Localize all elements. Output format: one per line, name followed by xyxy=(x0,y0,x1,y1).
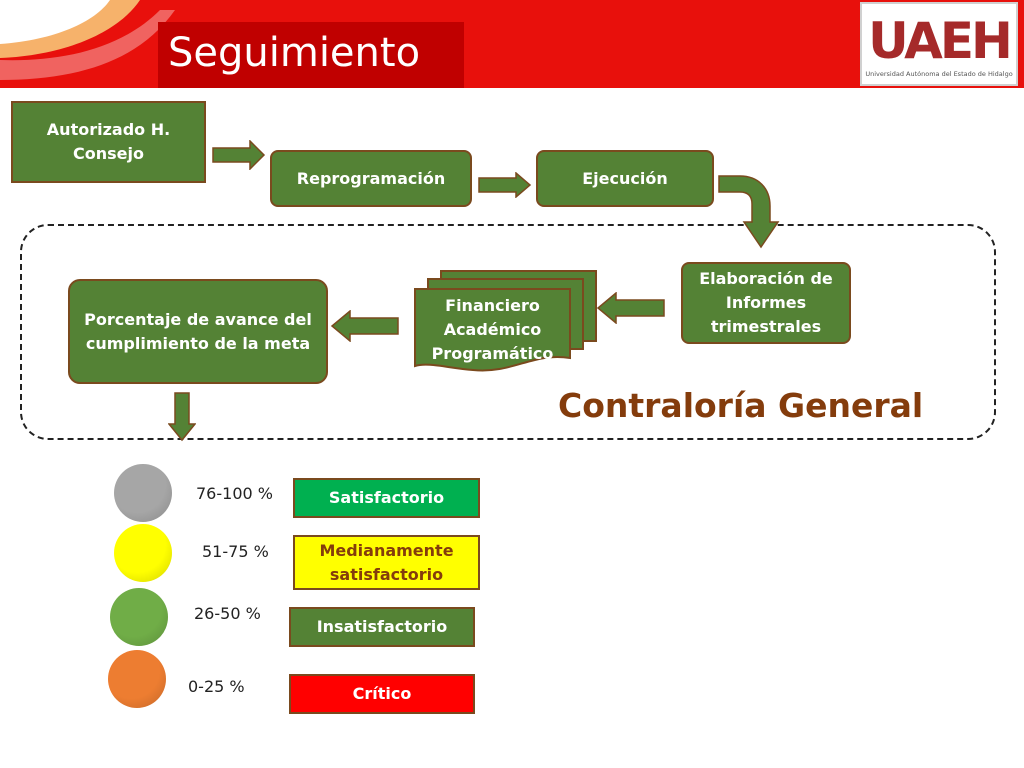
doc-line-programatico: Programático xyxy=(431,344,554,363)
arrow-left-2 xyxy=(330,310,399,342)
legend-range-4: 0-25 % xyxy=(188,677,245,696)
uaeh-logo-icon: UAEH Universidad Autónoma del Estado de … xyxy=(865,12,1013,78)
logo-subtitle: Universidad Autónoma del Estado de Hidal… xyxy=(865,70,1012,78)
arrow-down xyxy=(168,392,196,442)
arrow-right-1 xyxy=(212,140,266,170)
document-stack-icon xyxy=(414,270,597,372)
slide-title: Seguimiento xyxy=(168,30,421,76)
doc-line-academico: Académico xyxy=(443,320,542,339)
legend-circle-yellow xyxy=(114,524,172,582)
legend-range-1: 76-100 % xyxy=(196,484,273,503)
box-porcentaje: Porcentaje de avance del cumplimiento de… xyxy=(68,279,328,384)
arrow-bent-down xyxy=(718,175,780,249)
multi-document: Financiero Académico Programático xyxy=(413,270,599,378)
legend-box-critico: Crítico xyxy=(289,674,475,714)
contraloria-frame xyxy=(20,224,996,440)
doc-line-financiero: Financiero xyxy=(445,296,540,315)
legend-circle-green xyxy=(110,588,168,646)
legend-box-insatisfactorio: Insatisfactorio xyxy=(289,607,475,647)
legend-circle-orange xyxy=(108,650,166,708)
box-reprogramacion: Reprogramación xyxy=(270,150,472,207)
decorative-swirl xyxy=(0,0,175,80)
uaeh-logo: UAEH Universidad Autónoma del Estado de … xyxy=(860,2,1018,86)
box-ejecucion: Ejecución xyxy=(536,150,714,207)
legend-range-2: 51-75 % xyxy=(202,542,269,561)
arrow-left-1 xyxy=(596,292,665,324)
legend-range-3: 26-50 % xyxy=(194,604,261,623)
legend-box-satisfactorio: Satisfactorio xyxy=(293,478,480,518)
title-box xyxy=(158,22,464,88)
legend-box-medianamente: Medianamente satisfactorio xyxy=(293,535,480,590)
arrow-right-2 xyxy=(478,172,532,198)
box-autorizado: Autorizado H. Consejo xyxy=(11,101,206,183)
box-elaboracion: Elaboración de Informes trimestrales xyxy=(681,262,851,344)
legend-circle-gray xyxy=(114,464,172,522)
logo-lettering: UAEH xyxy=(868,12,1010,70)
contraloria-general-label: Contraloría General xyxy=(558,386,924,425)
